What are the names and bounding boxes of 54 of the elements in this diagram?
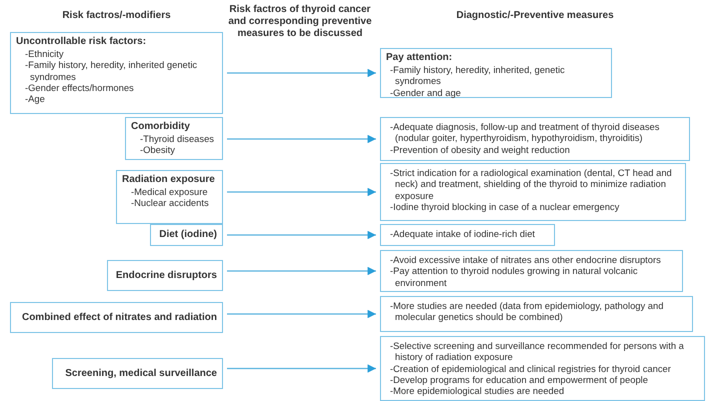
box-heading: Comorbidity (131, 121, 191, 133)
arrow (227, 310, 376, 318)
measure-box (380, 336, 705, 401)
list-item: -Adequate diagnosis, follow-up and treatment of thyroid diseases (nodular goiter, hyperthyroidism, hypothyroidism, thyroiditis) (389, 121, 660, 144)
risk-factor-box (10, 302, 223, 333)
measure-box (380, 48, 612, 98)
list-item: -Age (24, 93, 46, 104)
risk-factor-box (125, 117, 223, 160)
list-item: -Obesity (139, 144, 176, 156)
list-item: -Gender effects/hormones (24, 82, 135, 94)
list-item: -Strict indication for a radiological examination (dental, CT head and neck) and treatment, shielding of the thyroid to minimize radiation exposure (389, 167, 673, 201)
risk-factor-box (150, 224, 223, 246)
arrow (227, 68, 376, 78)
list-item: -Ethnicity (24, 48, 65, 60)
risk-factor-box (10, 32, 223, 114)
risk-factor-box (107, 260, 223, 291)
box-heading: Combined effect of nitrates and radiation (22, 312, 217, 324)
list-item: -Prevention of obesity and weight reduction (389, 144, 571, 155)
list-item: -Family history, heredity, inherited, genetic syndromes (389, 64, 566, 87)
column-heading: Diagnostic/-Preventive measures (455, 10, 615, 22)
list-item: -Pay attention to thyroid nodules growing in natural volcanic environment (389, 265, 639, 288)
risk-factor-box (116, 170, 223, 224)
risk-factor-box (52, 358, 223, 389)
arrow (227, 364, 376, 373)
list-item: -More studies are needed (data from epidemiology, pathology and molecular genetics should be combined) (389, 300, 664, 323)
box-heading: Radiation exposure (122, 174, 216, 186)
box-heading: Endocrine disruptors (116, 270, 217, 282)
list-item: -Avoid excessive intake of nitrates ans other endocrine disruptors (389, 254, 662, 266)
list-item: -Nuclear accidents (130, 197, 210, 209)
arrow (227, 230, 376, 240)
list-item: -Iodine thyroid blocking in case of a nuclear emergency (389, 200, 620, 212)
box-heading: Uncontrollable risk factors: (16, 36, 148, 48)
list-item: -Develop programs for education and empowerment of people (389, 374, 649, 386)
list-item: -Gender and age (389, 86, 462, 98)
list-item: -Family history, heredity, inherited genetic syndromes (24, 59, 198, 82)
measure-box (380, 296, 693, 332)
measure-box (380, 163, 686, 221)
list-item: -More epidemiological studies are needed (389, 385, 566, 396)
arrow (227, 188, 376, 196)
list-item: -Creation of epidemiological and clinical registries for thyroid cancer (389, 362, 672, 374)
arrow (227, 266, 376, 276)
box-heading: Screening, medical surveillance (65, 368, 217, 380)
list-item: -Selective screening and surveillance recommended for persons with a history of radiation exposure (389, 340, 685, 363)
column-heading: Risk factros/-modifiers (61, 10, 172, 22)
box-heading: Diet (iodine) (159, 229, 217, 241)
arrow (227, 134, 376, 144)
list-item: -Medical exposure (130, 186, 209, 198)
measure-box (380, 224, 555, 246)
list-item: -Adequate intake of iodine-rich diet (389, 228, 536, 240)
box-heading: Pay attention: (386, 52, 454, 64)
measure-box (380, 250, 683, 292)
list-item: -Thyroid diseases (139, 133, 215, 144)
measure-box (380, 117, 690, 161)
column-heading: Risk factros of thyroid cancer and corresponding preventive measures to be discussed (227, 4, 373, 40)
